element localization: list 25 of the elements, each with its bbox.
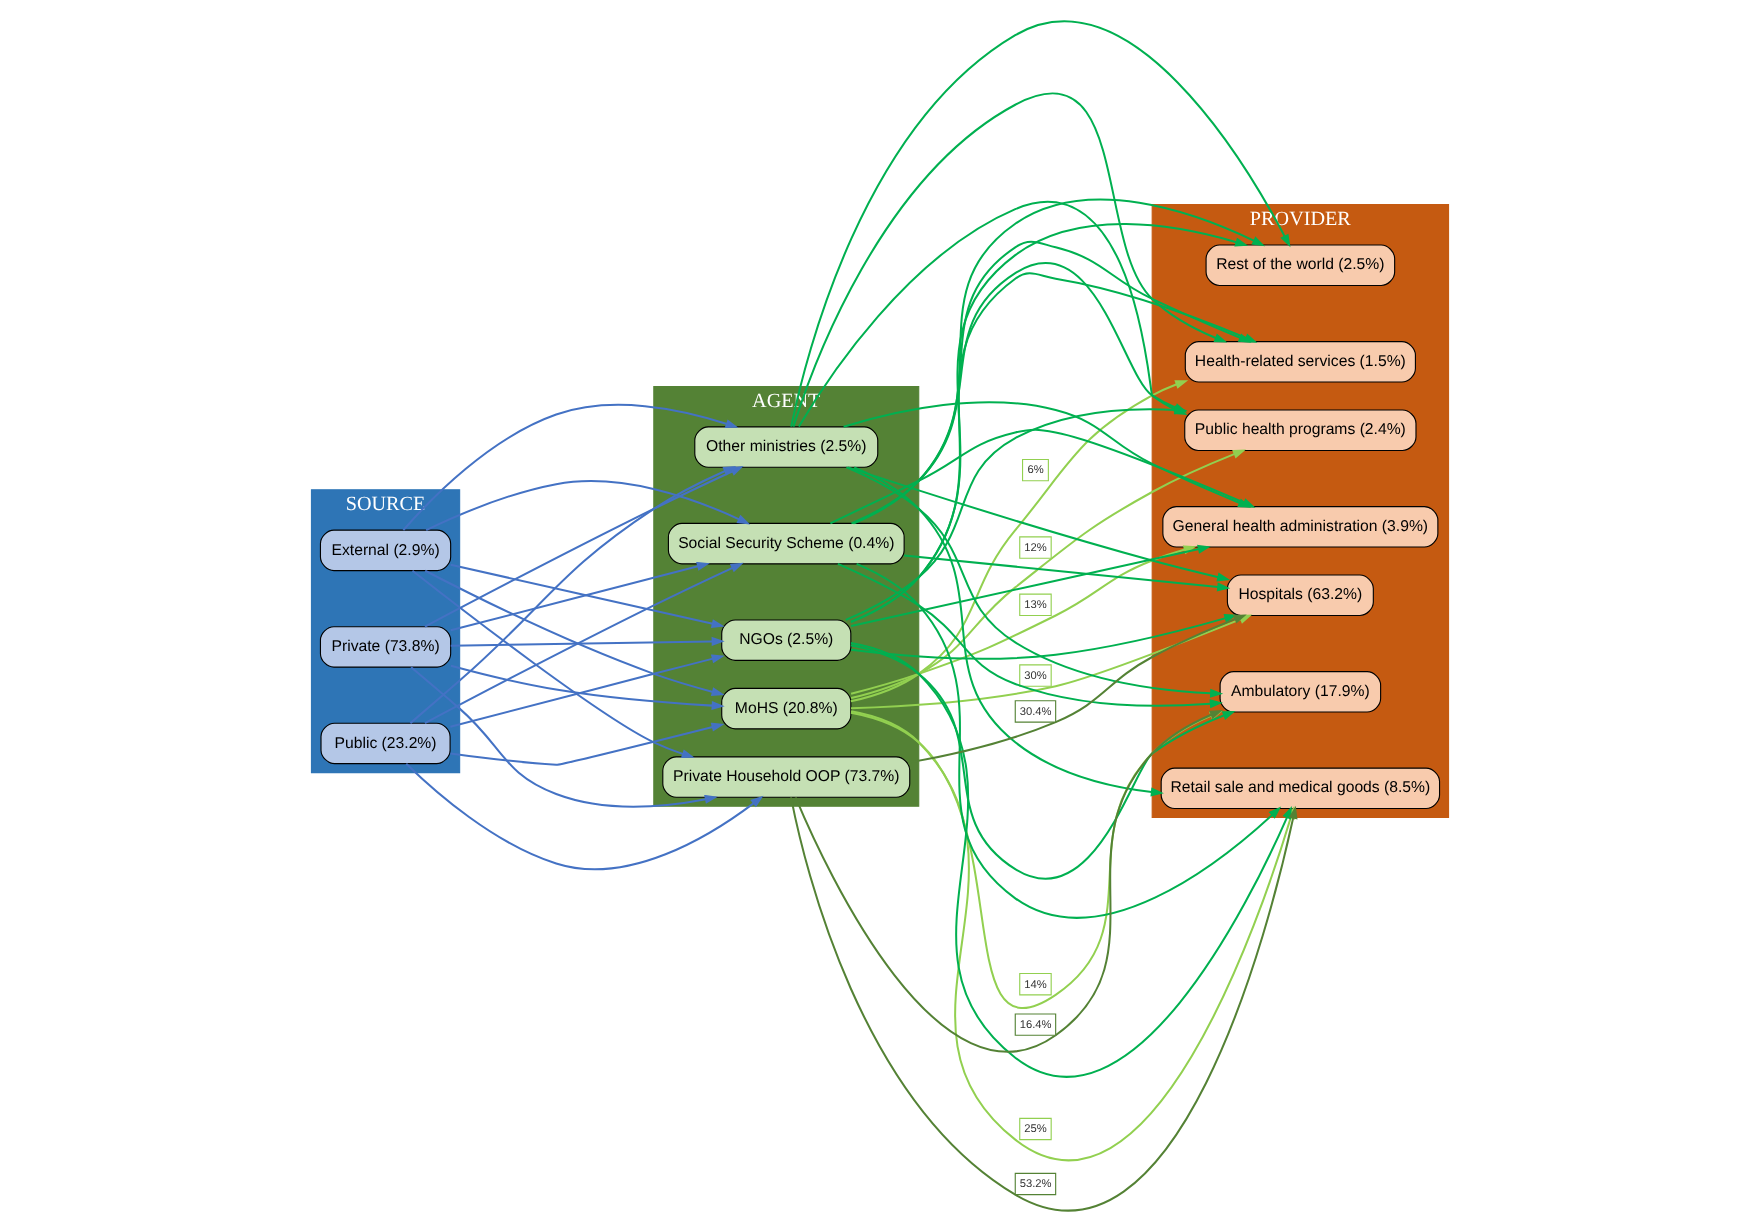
arrow <box>856 562 1282 919</box>
arrow <box>850 545 1197 695</box>
arrow <box>450 722 725 766</box>
arrow <box>450 664 725 711</box>
arrow <box>450 654 725 728</box>
arrow <box>794 710 1223 1053</box>
arrow <box>850 644 1236 880</box>
arrow <box>850 614 1238 660</box>
arrow <box>405 762 764 871</box>
arrow <box>850 710 1223 1008</box>
arrow <box>853 198 1266 525</box>
arrow <box>410 666 718 808</box>
arrow <box>424 569 725 697</box>
arrow <box>425 480 751 531</box>
arrow <box>850 544 1211 627</box>
arrow <box>790 20 1291 427</box>
arrow <box>450 636 725 647</box>
arrow <box>792 93 1228 427</box>
arrow <box>847 466 1231 582</box>
arrow <box>424 562 744 724</box>
arrow <box>904 554 1231 592</box>
arrow <box>850 641 1292 1078</box>
arrow <box>837 563 1223 709</box>
arrow <box>853 466 1164 797</box>
arrow <box>411 569 695 759</box>
